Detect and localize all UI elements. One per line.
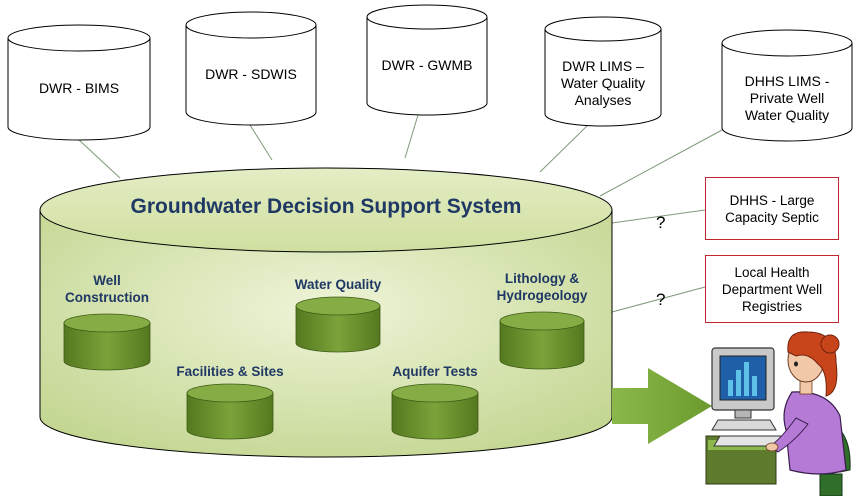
module-cylinders [63, 296, 585, 440]
source-label-dhhs-lims: DHHS LIMS - Private Well Water Quality [744, 73, 830, 123]
output-arrow [612, 368, 712, 444]
cylinder-dwr-bims [7, 24, 151, 141]
module-cylinder-lithology [499, 311, 585, 370]
external-source-cylinders [7, 4, 853, 142]
module-label-well-construction: Well Construction [65, 273, 149, 305]
module-cylinder-aquifer [391, 383, 479, 440]
question-mark-registries: ? [656, 290, 666, 309]
connector-bims [77, 138, 121, 179]
pending-source-box-septic: DHHS - Large Capacity Septic [705, 177, 839, 240]
module-label-water-quality: Water Quality [294, 277, 382, 292]
connector-dwr-lims [539, 124, 589, 173]
connector-septic [611, 209, 706, 224]
module-label-aquifer-tests: Aquifer Tests [392, 364, 478, 379]
cylinder-dwr-sdwis [185, 11, 317, 126]
connector-dhhs-lims [599, 129, 723, 197]
pending-source-label-septic: DHHS - Large Capacity Septic [725, 192, 819, 225]
cylinder-dwr-lims [544, 16, 662, 127]
source-label-dwr-bims: DWR - BIMS [38, 80, 120, 96]
connector-lines [77, 114, 723, 313]
connector-sdwis [249, 124, 273, 161]
module-cylinder-facilities [186, 383, 274, 440]
module-cylinder-well-construction [63, 313, 151, 371]
module-label-lithology: Lithology & Hydrogeology [496, 271, 588, 303]
cylinder-dwr-gwmb [366, 4, 488, 116]
pending-source-label-registries: Local Health Department Well Registries [721, 264, 823, 314]
module-label-facilities: Facilities & Sites [176, 364, 284, 379]
pending-source-box-registries: Local Health Department Well Registries [705, 255, 839, 323]
source-label-dwr-gwmb: DWR - GWMB [381, 57, 473, 73]
user-at-computer-icon [705, 331, 851, 496]
question-mark-septic: ? [656, 213, 666, 232]
source-label-dwr-lims: DWR LIMS – Water Quality Analyses [560, 58, 646, 108]
connector-gwmb [404, 114, 419, 159]
connector-registries [611, 286, 706, 313]
module-cylinder-water-quality [295, 296, 381, 353]
system-title: Groundwater Decision Support System [130, 195, 522, 218]
cylinder-dhhs-lims [721, 29, 853, 142]
source-label-dwr-sdwis: DWR - SDWIS [205, 66, 297, 82]
